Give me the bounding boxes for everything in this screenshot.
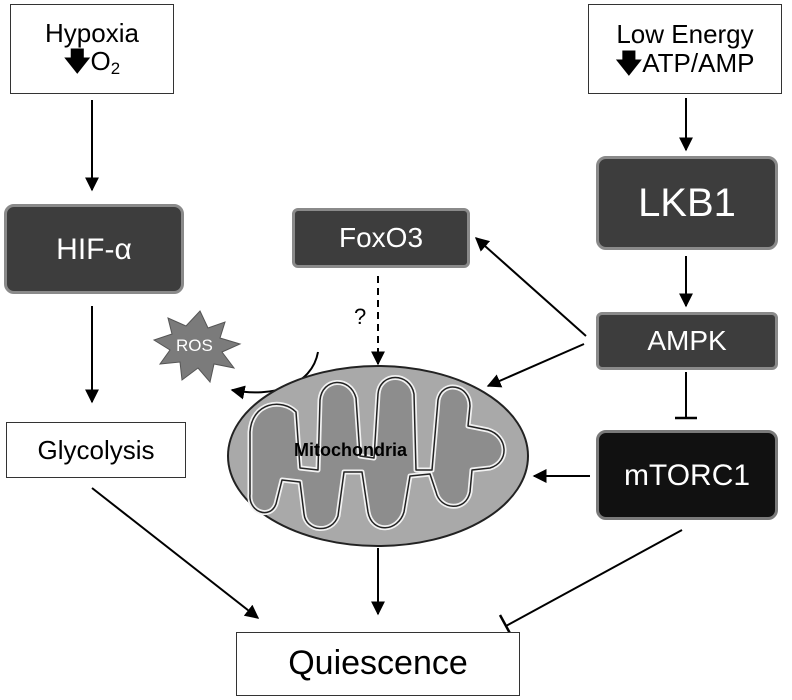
mitochondria-label: Mitochondria: [294, 440, 407, 460]
atp-amp-label: ATP/AMP: [642, 48, 755, 78]
question-mark-label: ?: [354, 304, 367, 329]
oxygen-symbol: O: [90, 46, 111, 77]
arrow-ampk-foxo3: [474, 237, 587, 337]
ros-label: ROS: [176, 336, 213, 355]
foxo3-label: FoxO3: [338, 221, 424, 253]
arrow-ampk-mitochondria: [486, 343, 585, 388]
low-energy-box: Low Energy 🡇ATP/AMP: [588, 4, 782, 94]
glycolysis-box: Glycolysis: [6, 422, 186, 478]
lkb1-label: LKB1: [638, 181, 736, 225]
hypoxia-box: Hypoxia 🡇O2: [10, 4, 174, 94]
inhibit-mtorc1-quiescence: [505, 529, 683, 627]
lkb1-box: LKB1: [596, 156, 778, 250]
mtorc1-box: mTORC1: [596, 430, 778, 520]
hif-alpha-label: HIF-α: [56, 232, 132, 266]
hif-alpha-box: HIF-α: [4, 204, 184, 294]
hypoxia-o2-line: 🡇O2: [64, 47, 120, 79]
arrow-glycolysis-quiescence: [91, 487, 260, 619]
glycolysis-label: Glycolysis: [37, 434, 155, 465]
ampk-box: AMPK: [596, 312, 778, 370]
hypoxia-label: Hypoxia: [45, 17, 139, 48]
down-arrow-icon: 🡇: [63, 46, 91, 77]
low-energy-label: Low Energy: [616, 19, 754, 50]
ros-starburst: [152, 310, 242, 384]
quiescence-box: Quiescence: [236, 632, 520, 696]
down-arrow-icon: 🡇: [615, 48, 643, 78]
quiescence-label: Quiescence: [288, 644, 468, 683]
mitochondria-cristae-outline: [249, 376, 505, 530]
foxo3-box: FoxO3: [292, 208, 470, 268]
ampk-label: AMPK: [647, 324, 727, 356]
oxygen-subscript: 2: [110, 59, 121, 79]
low-energy-atp-line: 🡇ATP/AMP: [616, 49, 755, 78]
mtorc1-label: mTORC1: [623, 458, 751, 492]
